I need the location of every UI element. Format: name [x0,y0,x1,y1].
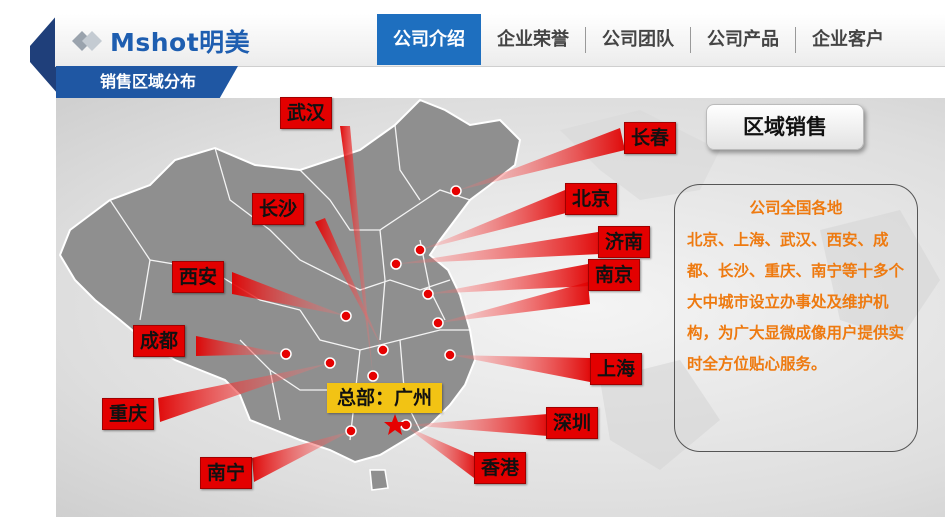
logo-text: Mshot明美 [110,28,251,57]
info-title: 公司全国各地 [749,199,843,217]
region-sales-button[interactable]: 区域销售 [706,104,864,150]
nav-separator [795,26,796,53]
hq-star-icon [384,414,406,435]
connection-beams [158,126,625,482]
city-label-changsha: 长沙 [252,193,305,225]
nav-products[interactable]: 公司产品 [707,29,779,50]
nav-separator [585,26,586,53]
top-nav: 公司介绍 企业荣誉 公司团队 公司产品 企业客户 [377,14,900,65]
city-label-chengdu: 成都 [133,325,186,357]
nav-clients[interactable]: 企业客户 [812,29,884,50]
logo[interactable]: Mshot明美 [70,23,250,59]
city-label-changchun: 长春 [624,122,677,154]
city-label-jinan: 济南 [598,226,651,258]
city-label-xian: 西安 [172,261,225,293]
china-map [58,98,940,491]
header-bar [55,14,945,67]
city-label-shenzhen: 深圳 [546,407,599,439]
info-body: 北京、上海、武汉、西安、成都、长沙、重庆、南宁等十多个大中城市设立办事处及维护机… [687,231,905,373]
left-tab-decoration [30,14,58,94]
nav-team[interactable]: 公司团队 [602,29,674,50]
city-label-shanghai: 上海 [590,353,643,385]
city-label-chongqing: 重庆 [102,398,155,430]
city-label-nanjing: 南京 [588,259,641,291]
section-ribbon: 销售区域分布 [56,66,238,98]
content-area [56,98,945,517]
china-outline [58,98,522,464]
logo-diamond-icon [70,29,104,53]
info-box: 公司全国各地 北京、上海、武汉、西安、成都、长沙、重庆、南宁等十多个大中城市设立… [674,184,918,452]
nav-honors[interactable]: 企业荣誉 [497,29,569,50]
city-label-wuhan: 武汉 [280,97,333,129]
hq-label: 总部：广州 [327,383,443,413]
nav-company-intro[interactable]: 公司介绍 [377,14,481,65]
city-label-nanning: 南宁 [200,457,253,489]
city-dots [280,185,462,437]
nav-separator [690,26,691,53]
city-label-beijing: 北京 [565,183,618,215]
city-label-hongkong: 香港 [474,452,527,484]
